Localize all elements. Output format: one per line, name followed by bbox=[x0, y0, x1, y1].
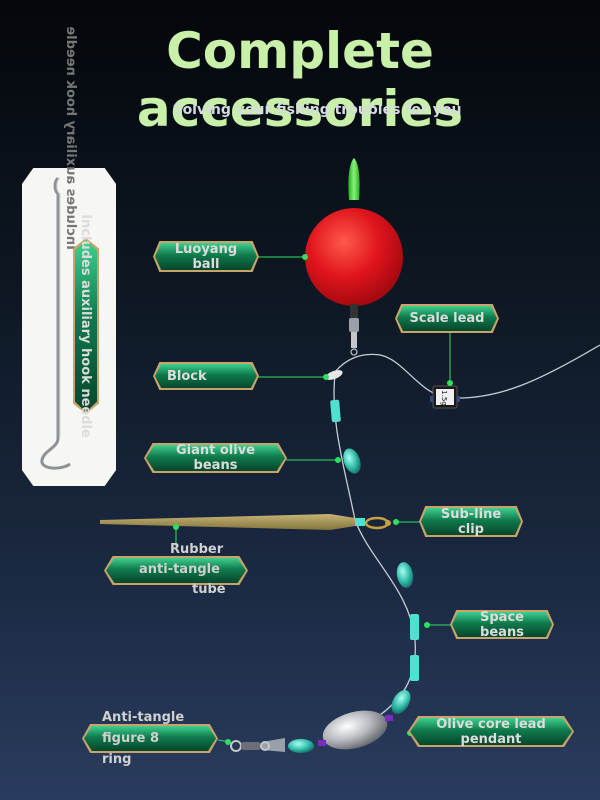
float-tip-icon bbox=[348, 158, 360, 200]
needle-card-label: Includes auxiliary hook needle bbox=[78, 214, 94, 438]
label-anti-tangle-line3: ring bbox=[102, 752, 132, 767]
label-sub-line-clip: Sub-line clip bbox=[440, 506, 502, 537]
leader-line bbox=[333, 374, 416, 716]
sub-line-clip-icon bbox=[364, 516, 391, 530]
tag-anti-tangle-ring bbox=[82, 724, 218, 753]
olive-bean-4 bbox=[288, 739, 314, 753]
label-rubber-tube-line3: tube bbox=[192, 582, 226, 597]
space-bean-2 bbox=[410, 614, 419, 640]
label-anti-tangle-line2: figure 8 bbox=[102, 731, 159, 746]
label-scale-lead: Scale lead bbox=[409, 311, 485, 326]
luoyang-ball-icon bbox=[305, 208, 403, 306]
figure-8-ring-icon bbox=[230, 740, 270, 752]
label-space-beans: Space beans bbox=[480, 609, 524, 640]
tag-sub-line-clip: Sub-line clip bbox=[419, 506, 523, 537]
label-rubber-tube-line2: anti-tangle bbox=[139, 562, 220, 577]
olive-bean-2 bbox=[396, 562, 414, 588]
tag-block: Block bbox=[153, 362, 259, 390]
tag-olive-core-lead: Olive core lead pendant bbox=[408, 716, 574, 747]
scale-lead-marking: 1.5g bbox=[440, 390, 448, 406]
space-bean-3 bbox=[410, 655, 419, 681]
olive-bean-3 bbox=[391, 690, 411, 714]
page-subtitle: Solving your fishing troubles for you bbox=[172, 102, 462, 118]
hook-needle-card bbox=[22, 168, 116, 486]
label-rubber-tube-line1: Rubber bbox=[170, 542, 224, 557]
giant-olive-bean-icon bbox=[343, 448, 361, 474]
olive-core-lead-icon bbox=[322, 710, 388, 750]
block-icon bbox=[325, 370, 343, 380]
main-line bbox=[334, 344, 600, 399]
tag-rubber-tube bbox=[104, 556, 248, 585]
label-giant-olive-beans: Giant olive beans bbox=[175, 443, 256, 473]
tag-scale-lead: Scale lead bbox=[395, 304, 499, 333]
space-bean-1 bbox=[330, 399, 341, 423]
hook-needle-reflection: Includes auxiliary hook needle bbox=[63, 26, 78, 250]
tag-giant-olive-beans: Giant olive beans bbox=[144, 443, 287, 473]
tag-space-beans: Space beans bbox=[450, 609, 554, 640]
label-olive-core-lead: Olive core lead pendant bbox=[436, 716, 546, 747]
label-block: Block bbox=[167, 368, 207, 384]
label-luoyang-ball: Luoyang ball bbox=[174, 241, 238, 272]
needle-card-tag: Includes auxiliary hook needle bbox=[73, 214, 99, 438]
tag-luoyang-ball: Luoyang ball bbox=[153, 241, 259, 272]
hook-needle-icon bbox=[40, 176, 71, 470]
label-anti-tangle-line1: Anti-tangle bbox=[102, 710, 185, 725]
scale-lead-icon: 1.5g bbox=[430, 385, 460, 409]
rubber-tube-icon bbox=[100, 514, 355, 530]
page-title: Complete accessories bbox=[136, 22, 464, 138]
